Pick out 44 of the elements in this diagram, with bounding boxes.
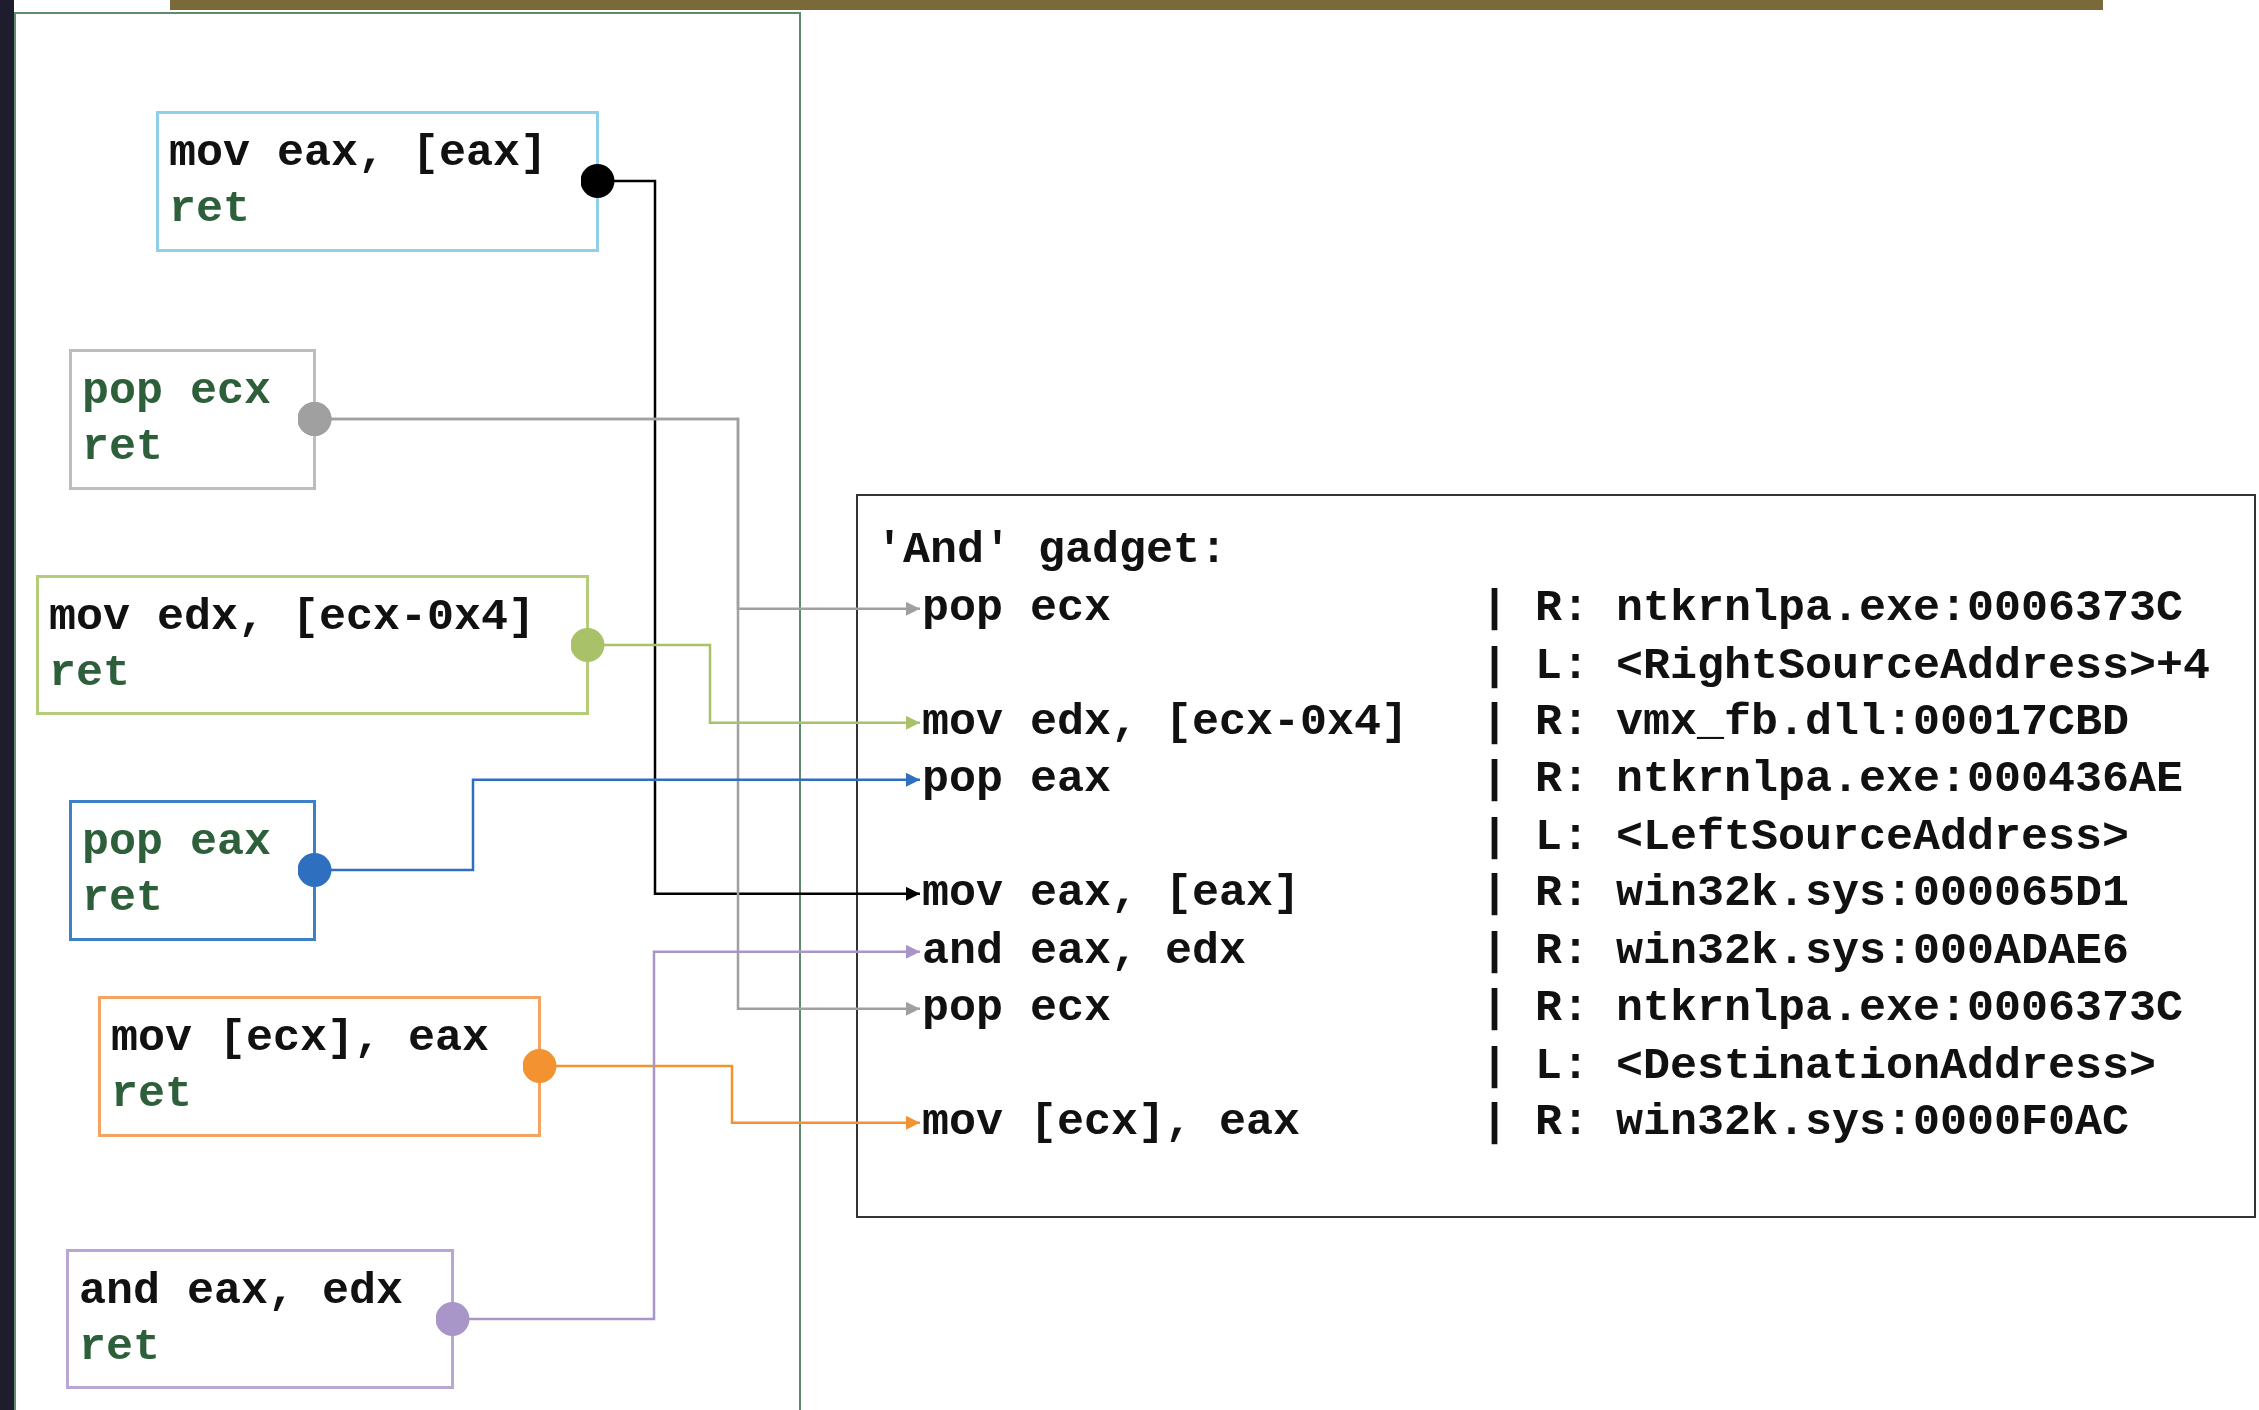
instruction-text: pop eax bbox=[82, 816, 272, 870]
instruction-text: pop ecx bbox=[922, 582, 1112, 636]
connector-arrow bbox=[297, 772, 920, 887]
instruction-text: mov [ecx], eax bbox=[111, 1012, 490, 1066]
instruction-text: and eax, edx bbox=[79, 1265, 404, 1319]
gadget-box bbox=[156, 111, 599, 252]
instruction-text: mov edx, [ecx-0x4] bbox=[922, 696, 1409, 750]
connector-arrow bbox=[570, 628, 920, 730]
instruction-text: pop ecx bbox=[82, 365, 272, 419]
instruction-text: mov [ecx], eax bbox=[922, 1096, 1301, 1150]
address-text: | R: ntkrnlpa.exe:0006373C bbox=[1481, 982, 2184, 1036]
address-text: | L: <LeftSourceAddress> bbox=[1481, 810, 2130, 865]
gadget-box bbox=[98, 996, 541, 1137]
address-text: | R: ntkrnlpa.exe:0006373C bbox=[1481, 582, 2184, 636]
ret-text: ret bbox=[169, 183, 250, 237]
instruction-text: mov edx, [ecx-0x4] bbox=[49, 591, 536, 645]
connector-arrow bbox=[297, 402, 920, 1016]
address-text: | L: <DestinationAddress> bbox=[1481, 1039, 2157, 1094]
address-text: | R: vmx_fb.dll:00017CBD bbox=[1481, 696, 2130, 750]
instruction-text: mov eax, [eax] bbox=[922, 867, 1301, 921]
ret-text: ret bbox=[82, 872, 163, 926]
connector-arrow bbox=[522, 1049, 920, 1130]
instruction-text: and eax, edx bbox=[922, 925, 1247, 979]
address-text: | R: ntkrnlpa.exe:000436AE bbox=[1481, 753, 2184, 807]
gadget-box bbox=[36, 575, 589, 715]
ret-text: ret bbox=[82, 421, 163, 475]
listing-heading: 'And' gadget: bbox=[876, 524, 1228, 578]
gadget-box bbox=[69, 800, 316, 941]
address-text: | R: win32k.sys:000ADAE6 bbox=[1481, 925, 2130, 979]
ret-text: ret bbox=[79, 1321, 160, 1375]
instruction-text: pop eax bbox=[922, 753, 1112, 807]
instruction-text: pop ecx bbox=[922, 982, 1112, 1036]
gadget-box bbox=[66, 1249, 454, 1389]
ret-text: ret bbox=[49, 647, 130, 701]
connector-arrow bbox=[580, 164, 920, 901]
address-text: | R: win32k.sys:0000F0AC bbox=[1481, 1096, 2130, 1150]
listing-box bbox=[856, 494, 2256, 1218]
panel bbox=[14, 12, 801, 1410]
address-text: | R: win32k.sys:000065D1 bbox=[1481, 867, 2130, 921]
instruction-text: mov eax, [eax] bbox=[169, 127, 548, 181]
address-text: | L: <RightSourceAddress>+4 bbox=[1481, 639, 2211, 694]
gadget-box bbox=[69, 349, 316, 490]
ret-text: ret bbox=[111, 1068, 192, 1122]
connector-arrow bbox=[435, 944, 920, 1336]
